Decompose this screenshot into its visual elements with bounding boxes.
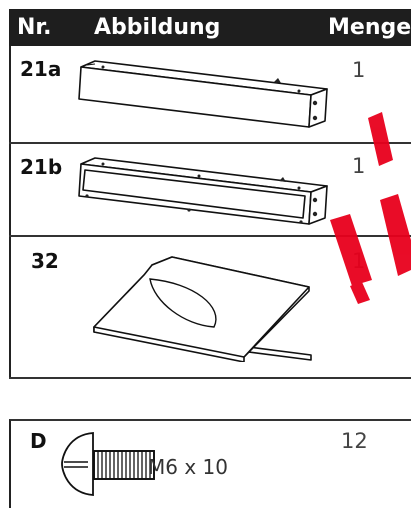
wooden-beam-icon [78, 60, 328, 128]
part-quantity: 1 [352, 154, 366, 178]
table-row: 21a 1 [9, 46, 411, 144]
part-number: 21a [20, 57, 62, 81]
hardware-size-label: M6 x 10 [148, 455, 228, 479]
part-quantity: 1 [352, 58, 366, 82]
part-quantity: 1 [352, 249, 366, 273]
part-number: 21b [20, 155, 63, 179]
parts-table [9, 46, 411, 377]
header-image: Abbildung [94, 15, 221, 40]
table-row: 21b 1 [9, 142, 411, 237]
hardware-quantity: 12 [341, 429, 368, 453]
table-row: 32 1 [9, 235, 411, 379]
table-header: Nr. Abbildung Menge [9, 9, 411, 46]
part-number: 32 [31, 249, 59, 273]
header-nr: Nr. [17, 15, 52, 40]
header-qty: Menge [328, 15, 411, 40]
cutout-plate-icon [93, 256, 312, 362]
hardware-table: D 12 M6 x 10 [9, 419, 411, 508]
hardware-number: D [30, 429, 47, 453]
wooden-frame-icon [78, 157, 328, 225]
screw-icon [61, 432, 155, 496]
